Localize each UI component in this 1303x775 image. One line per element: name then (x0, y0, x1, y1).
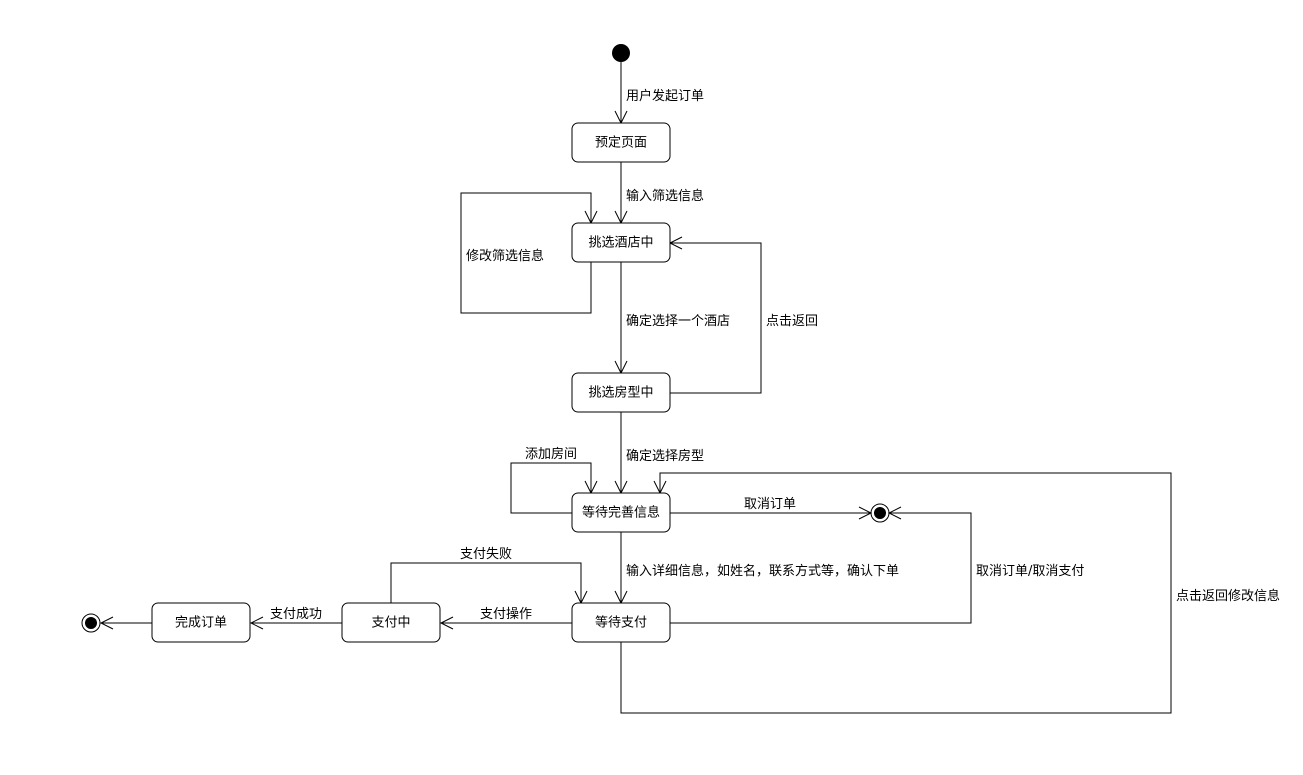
state-choosing-hotel: 挑选酒店中 (571, 222, 671, 263)
final-state-complete (81, 613, 101, 633)
final-state-cancel (870, 503, 890, 523)
edge-complete-to-end (99, 616, 152, 630)
edge-paying-to-complete (249, 616, 342, 630)
state-booking-page-label: 预定页面 (595, 136, 647, 151)
state-waiting-payment-label: 等待支付 (595, 615, 647, 631)
state-choosing-hotel-label: 挑选酒店中 (588, 236, 653, 251)
state-order-complete: 完成订单 (151, 602, 251, 643)
state-paying: 支付中 (341, 602, 441, 643)
edge-payment-to-paying (439, 616, 572, 630)
label-payment-operation: 支付操作 (480, 606, 532, 622)
edge-paying-failed (390, 562, 588, 605)
edge-payment-cancel (670, 506, 972, 624)
label-back-modify-info: 点击返回修改信息 (1176, 588, 1280, 604)
edge-info-cancel (670, 506, 873, 520)
label-payment-success: 支付成功 (270, 607, 322, 622)
state-paying-label: 支付中 (371, 616, 410, 631)
label-confirm-hotel: 确定选择一个酒店 (626, 314, 730, 329)
label-payment-failed: 支付失败 (460, 547, 512, 562)
label-user-start-order: 用户发起订单 (626, 88, 704, 104)
label-input-filter: 输入筛选信息 (626, 188, 704, 204)
label-cancel-order-or-payment: 取消订单/取消支付 (976, 564, 1084, 579)
initial-state (612, 44, 630, 62)
label-add-room: 添加房间 (525, 446, 577, 462)
label-cancel-order: 取消订单 (744, 497, 796, 512)
state-booking-page: 预定页面 (571, 122, 671, 163)
label-input-details: 输入详细信息，如姓名，联系方式等，确认下单 (626, 563, 899, 579)
label-confirm-room-type: 确定选择房型 (626, 448, 704, 464)
state-waiting-payment: 等待支付 (571, 602, 671, 643)
state-waiting-info: 等待完善信息 (571, 492, 671, 533)
label-click-back: 点击返回 (766, 314, 818, 329)
label-modify-filter: 修改筛选信息 (466, 248, 544, 264)
state-waiting-info-label: 等待完善信息 (582, 505, 660, 521)
state-order-complete-label: 完成订单 (175, 616, 227, 631)
state-choosing-room-label: 挑选房型中 (588, 385, 653, 401)
state-choosing-room: 挑选房型中 (571, 372, 671, 413)
